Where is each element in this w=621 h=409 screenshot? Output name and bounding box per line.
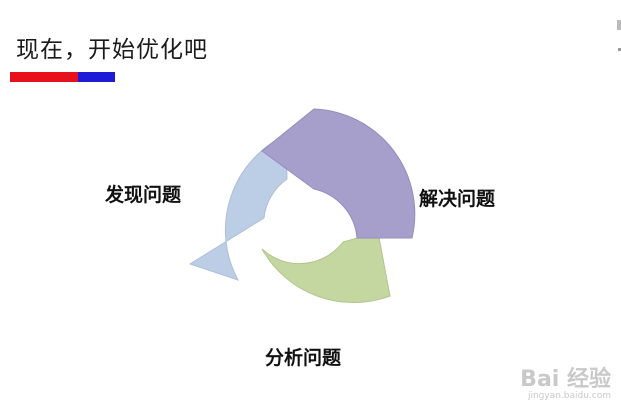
watermark-url: jingyan.baidu.com (527, 391, 611, 401)
label-find-problem: 发现问题 (105, 184, 182, 206)
segment-analyze-arrow (261, 231, 391, 303)
label-analyze-problem: 分析问题 (265, 347, 342, 369)
watermark-logo-text: Bai 经验 (520, 367, 611, 392)
label-solve-problem: 解决问题 (419, 188, 496, 210)
title-underline-bar (10, 72, 115, 82)
baidu-jingyan-watermark: Bai 经验 jingyan.baidu.com (520, 367, 611, 402)
segment-solve-arrow (261, 108, 416, 239)
segment-find-arrow (188, 134, 288, 281)
underline-red-segment (10, 72, 78, 82)
page-title: 现在，开始优化吧 (16, 37, 208, 63)
corner-dot (618, 48, 621, 51)
underline-blue-segment (78, 72, 115, 82)
corner-mark (617, 20, 621, 30)
